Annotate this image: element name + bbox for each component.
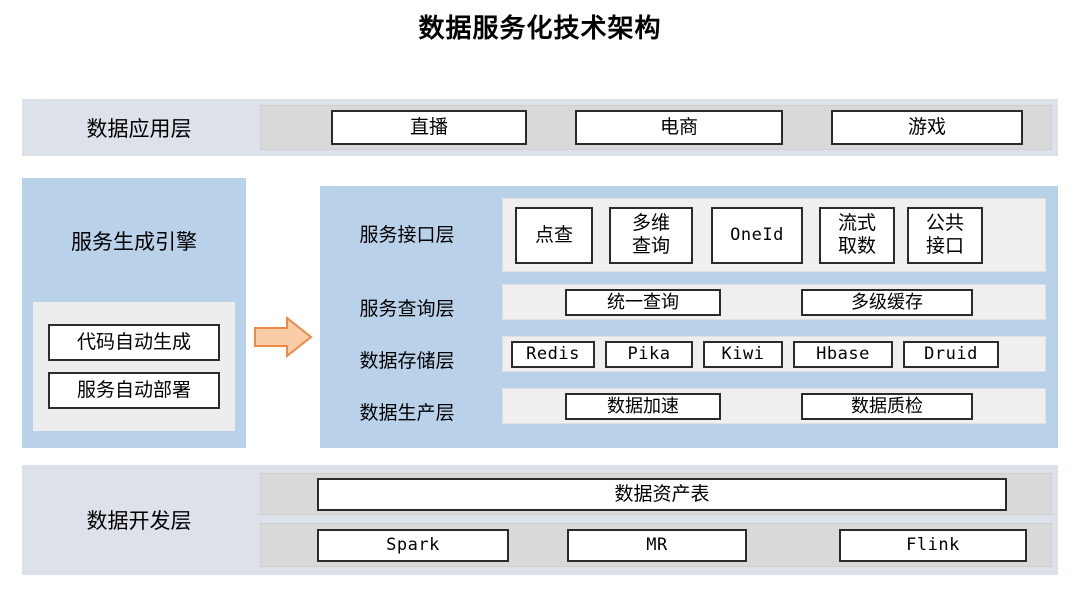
service-query-items-track: 统一查询 多级缓存: [502, 284, 1046, 320]
layer-label-data-development: 数据开发层: [86, 510, 192, 533]
query-item-unified-query[interactable]: 统一查询: [565, 289, 721, 316]
production-item-data-quality-check[interactable]: 数据质检: [801, 393, 973, 420]
layer-application: 数据应用层 直播 电商 游戏: [22, 99, 1058, 156]
app-item-ecommerce[interactable]: 电商: [575, 110, 783, 145]
layer-label-service-interface: 服务接口层: [359, 225, 455, 246]
interface-item-public-api-line2: 接口: [925, 235, 964, 257]
engine-item-code-auto-generation[interactable]: 代码自动生成: [48, 324, 220, 361]
interface-item-point-query[interactable]: 点查: [515, 207, 593, 264]
interface-item-oneid[interactable]: OneId: [711, 207, 803, 264]
query-item-multilevel-cache[interactable]: 多级缓存: [801, 289, 973, 316]
dev-item-data-asset-table[interactable]: 数据资产表: [317, 478, 1007, 511]
layer-data-development: 数据开发层 数据资产表 Spark MR Flink: [22, 465, 1058, 575]
engine-item-service-auto-deploy[interactable]: 服务自动部署: [48, 372, 220, 409]
flow-arrow-right-icon: [254, 316, 313, 358]
interface-item-streaming-fetch-line2: 取数: [837, 235, 876, 257]
compute-engines-track: Spark MR Flink: [260, 523, 1052, 567]
panel-service-generation-engine: 服务生成引擎 代码自动生成 服务自动部署: [22, 178, 246, 448]
data-production-items-track: 数据加速 数据质检: [502, 388, 1046, 424]
layer-label-application: 数据应用层: [86, 117, 192, 141]
app-item-live[interactable]: 直播: [331, 110, 527, 145]
interface-item-streaming-fetch[interactable]: 流式 取数: [819, 207, 895, 264]
dev-item-flink[interactable]: Flink: [839, 529, 1027, 562]
layer-label-service-query: 服务查询层: [359, 299, 455, 320]
interface-item-multidim-query-line1: 多维: [631, 213, 670, 235]
page-title: 数据服务化技术架构: [418, 13, 662, 43]
app-item-game[interactable]: 游戏: [831, 110, 1023, 145]
interface-item-streaming-fetch-line1: 流式: [837, 213, 876, 235]
panel-title-service-generation-engine: 服务生成引擎: [71, 231, 197, 254]
layer-label-data-storage: 数据存储层: [359, 351, 455, 372]
storage-item-redis[interactable]: Redis: [511, 341, 595, 368]
application-items-track: 直播 电商 游戏: [260, 105, 1052, 150]
interface-item-public-api-line1: 公共: [925, 213, 964, 235]
data-storage-items-track: Redis Pika Kiwi Hbase Druid: [502, 336, 1046, 372]
service-interface-items-track: 点查 多维 查询 OneId 流式 取数 公共 接口: [502, 198, 1046, 272]
dev-item-spark[interactable]: Spark: [317, 529, 509, 562]
storage-item-hbase[interactable]: Hbase: [793, 341, 893, 368]
panel-service-stack: 服务接口层 点查 多维 查询 OneId 流式 取数 公共 接口 服务查询层 统…: [320, 186, 1058, 448]
storage-item-kiwi[interactable]: Kiwi: [703, 341, 783, 368]
engine-items-track: 代码自动生成 服务自动部署: [33, 302, 235, 431]
dev-item-mr[interactable]: MR: [567, 529, 747, 562]
storage-item-pika[interactable]: Pika: [605, 341, 693, 368]
storage-item-druid[interactable]: Druid: [903, 341, 999, 368]
layer-label-data-production: 数据生产层: [359, 403, 455, 424]
interface-item-multidim-query-line2: 查询: [631, 235, 670, 257]
data-asset-table-track: 数据资产表: [260, 473, 1052, 515]
production-item-data-acceleration[interactable]: 数据加速: [565, 393, 721, 420]
interface-item-multidim-query[interactable]: 多维 查询: [609, 207, 693, 264]
interface-item-public-api[interactable]: 公共 接口: [907, 207, 983, 264]
